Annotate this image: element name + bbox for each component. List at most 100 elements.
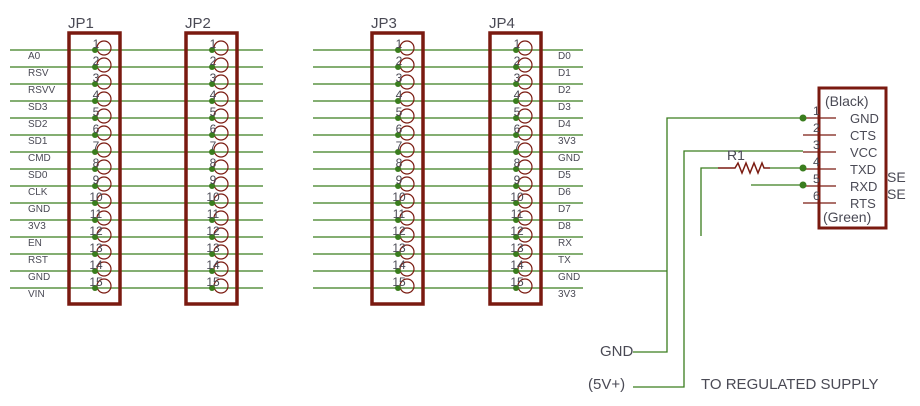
ftdi-pin-number: 2 — [813, 121, 820, 135]
pin-dot — [513, 47, 519, 53]
pin-number: 11 — [511, 207, 524, 221]
header-body — [370, 31, 425, 306]
vplus-label: (5V+) — [588, 376, 625, 393]
ftdi-side-label: SE — [887, 169, 906, 185]
pin-number: 15 — [89, 275, 103, 289]
ftdi-pin-name: RTS — [850, 196, 876, 211]
pin-number: 7 — [210, 139, 217, 153]
net-label: 3V3 — [558, 136, 576, 147]
ftdi-pin-name: TXD — [850, 162, 876, 177]
pin-number: 14 — [510, 258, 524, 272]
pin-dot — [92, 200, 98, 206]
pin-number: 10 — [89, 190, 103, 204]
pin-number: 3 — [210, 71, 217, 85]
resistor-r1 — [718, 160, 770, 176]
net-label: CLK — [28, 187, 48, 198]
ftdi-top-label: (Black) — [825, 93, 869, 109]
pin-dot — [513, 200, 519, 206]
pin-number: 12 — [392, 224, 406, 238]
header-name: JP2 — [185, 15, 211, 32]
pin-dot — [513, 234, 519, 240]
pin-number: 15 — [392, 275, 406, 289]
pin-dot — [92, 217, 98, 223]
ftdi-pin-number: 3 — [813, 138, 820, 152]
header-name: JP3 — [371, 15, 397, 32]
net-label: RST — [28, 255, 48, 266]
net-label: GND — [28, 204, 50, 215]
pin-dot — [209, 81, 215, 87]
pin-dot — [209, 64, 215, 70]
header-body — [67, 31, 122, 306]
pin-number: 3 — [93, 71, 100, 85]
net-label: D8 — [558, 221, 571, 232]
pin-dot — [395, 115, 401, 121]
pin-number: 15 — [510, 275, 524, 289]
pin-dot — [209, 98, 215, 104]
pin-dot — [209, 183, 215, 189]
net-label: D7 — [558, 204, 571, 215]
pin-dot — [92, 149, 98, 155]
pin-dot — [395, 149, 401, 155]
pin-dot — [92, 183, 98, 189]
pin-dot — [92, 98, 98, 104]
pin-dot — [513, 285, 519, 291]
pin-dot — [513, 217, 519, 223]
header-name: JP4 — [489, 15, 515, 32]
pin-number: 14 — [89, 258, 103, 272]
net-label: D3 — [558, 102, 571, 113]
pin-number: 13 — [510, 241, 524, 255]
pin-number: 1 — [210, 37, 217, 51]
pin-dot — [92, 81, 98, 87]
pin-dot — [209, 149, 215, 155]
pin-number: 7 — [396, 139, 403, 153]
pin-number: 4 — [514, 88, 521, 102]
pin-dot — [395, 98, 401, 104]
net-label: SD2 — [28, 119, 48, 130]
net-label: TX — [558, 255, 571, 266]
pin-dot — [92, 285, 98, 291]
pin-number: 12 — [206, 224, 220, 238]
net-label: 3V3 — [28, 221, 46, 232]
wiring: R1 GND (5V+) TO REGULATED SUPPLY — [583, 114, 879, 393]
pin-dot — [209, 217, 215, 223]
pin-number: 12 — [510, 224, 524, 238]
pin-dot — [92, 132, 98, 138]
pin-dot — [513, 115, 519, 121]
net-label: A0 — [28, 51, 41, 62]
header-body — [184, 31, 239, 306]
ftdi-pin-number: 4 — [813, 155, 820, 169]
pin-number: 3 — [396, 71, 403, 85]
pin-dot — [209, 132, 215, 138]
net-label: VIN — [28, 289, 45, 300]
net-label: SD0 — [28, 170, 48, 181]
pin-dot — [395, 166, 401, 172]
pin-dot — [395, 183, 401, 189]
gnd-label: GND — [600, 343, 634, 360]
pin-dot — [513, 132, 519, 138]
header-name: JP1 — [68, 15, 94, 32]
pin-dot — [513, 268, 519, 274]
pin-dot — [513, 98, 519, 104]
pin-number: 8 — [93, 156, 100, 170]
net-label: D2 — [558, 85, 571, 96]
net-label: RSV — [28, 68, 49, 79]
pin-dot — [513, 251, 519, 257]
net-label: D1 — [558, 68, 571, 79]
resistor-label: R1 — [727, 147, 745, 163]
supply-label: TO REGULATED SUPPLY — [701, 376, 879, 393]
pin-number: 1 — [93, 37, 100, 51]
pin-dot — [92, 47, 98, 53]
net-label: GND — [28, 272, 50, 283]
pin-dot — [395, 47, 401, 53]
junction-dot — [799, 114, 807, 122]
pin-number: 4 — [396, 88, 403, 102]
pin-number: 4 — [93, 88, 100, 102]
pin-number: 9 — [514, 173, 521, 187]
pin-number: 5 — [93, 105, 100, 119]
pin-number: 6 — [514, 122, 521, 136]
pin-number: 11 — [90, 207, 103, 221]
junction-dot — [799, 164, 807, 172]
net-label: RSVV — [28, 85, 56, 96]
